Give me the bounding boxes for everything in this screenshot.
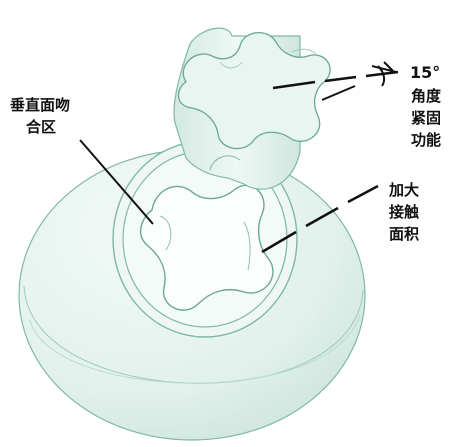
angle-leader bbox=[322, 86, 355, 100]
angle-value-label: 15° bbox=[410, 63, 440, 83]
contact-area-label-line3: 面积 bbox=[389, 224, 419, 244]
contact-dash-3 bbox=[348, 186, 378, 202]
angle-lock-label-line3: 功能 bbox=[411, 130, 441, 150]
vertical-engagement-label-line2: 合区 bbox=[26, 117, 56, 137]
vertical-engagement-label-line1: 垂直面吻 bbox=[10, 95, 70, 115]
angle-lock-label-line1: 角度 bbox=[411, 86, 441, 106]
contact-area-label-line1: 加大 bbox=[389, 180, 419, 200]
angle-dash-2 bbox=[325, 77, 356, 81]
torx-shaft bbox=[174, 28, 330, 189]
contact-area-label-line2: 接触 bbox=[389, 202, 419, 222]
angle-lock-label-line2: 紧固 bbox=[411, 108, 441, 128]
